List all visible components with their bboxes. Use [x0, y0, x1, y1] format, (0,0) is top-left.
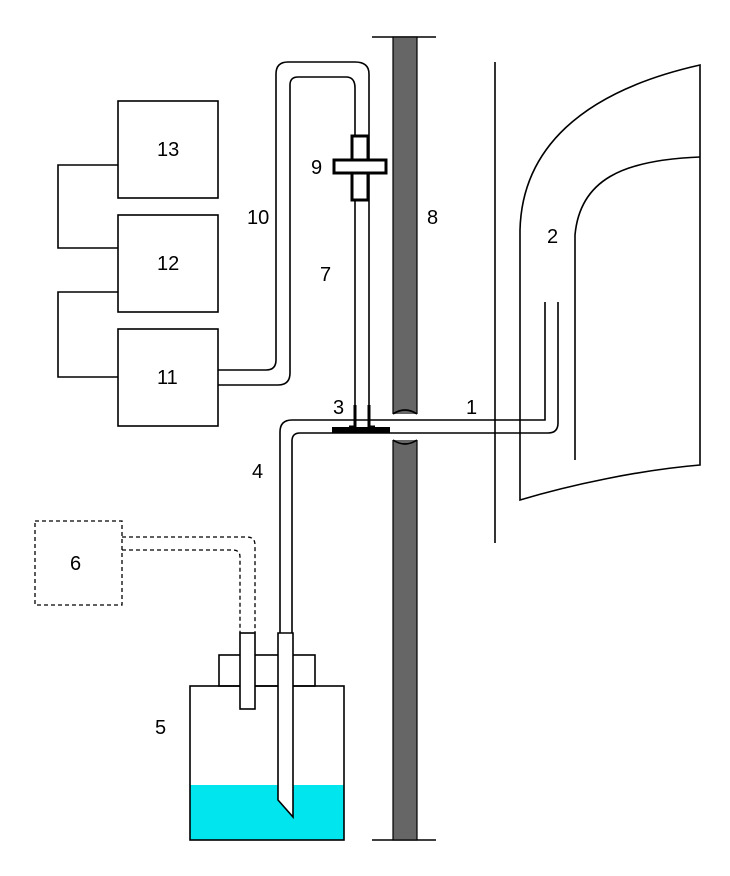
chest-wall [372, 36, 436, 841]
label-12: 12 [157, 253, 179, 275]
collection-bottle [189, 632, 345, 841]
chest-wall-gap-top [392, 409, 418, 415]
link-12-11 [57, 291, 118, 378]
box-11 [117, 328, 219, 427]
filter [332, 134, 388, 202]
lung [519, 63, 701, 502]
suction-line-inner [122, 549, 241, 633]
chest-tube-lower-edge [291, 302, 559, 442]
box-12 [117, 214, 219, 313]
label-5: 5 [155, 717, 166, 739]
bottle-liquid [190, 785, 344, 840]
chest-wall-gap-bottom [392, 439, 418, 445]
t-connector-left-arm [349, 405, 357, 429]
label-2: 2 [547, 226, 558, 248]
t-connector-right-arm [367, 405, 375, 429]
box-6-suction [34, 520, 123, 606]
label-13: 13 [157, 139, 179, 161]
t-connector [332, 405, 390, 433]
label-8: 8 [427, 207, 438, 229]
chest-wall-gap [390, 414, 420, 440]
suction-line-outer [122, 536, 256, 633]
chest-tube-upper-edge [279, 302, 546, 433]
link-13-12 [57, 164, 118, 249]
box-13 [117, 100, 219, 199]
label-7: 7 [320, 264, 331, 286]
bottle-vent-tube [239, 632, 256, 710]
label-10: 10 [247, 207, 269, 229]
bottle-immersion-tube [277, 632, 294, 820]
bottle-cap [218, 654, 316, 687]
label-4: 4 [252, 461, 263, 483]
label-6: 6 [70, 553, 81, 575]
monitor-tube-outer [218, 61, 370, 371]
monitor-tube-inner [218, 76, 356, 386]
bottle-body [189, 685, 345, 841]
label-9: 9 [311, 157, 322, 179]
filter-horizontal [332, 158, 388, 175]
label-3: 3 [333, 397, 344, 419]
t-connector-bar [332, 427, 390, 433]
label-1: 1 [466, 397, 477, 419]
lung-inner-contour [574, 156, 701, 460]
label-11: 11 [157, 367, 178, 389]
lung-outline [519, 63, 701, 502]
